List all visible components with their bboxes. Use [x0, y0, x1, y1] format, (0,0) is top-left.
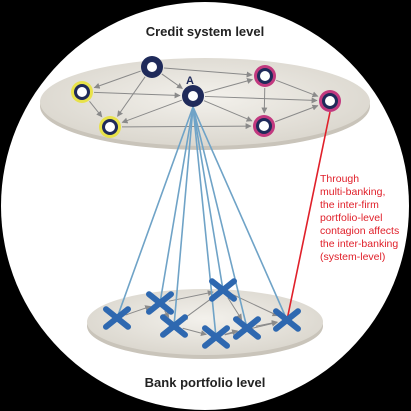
annotation-line: (system-level): [320, 251, 385, 263]
credit-system-nodes: [71, 56, 341, 138]
credit-system-plane: [40, 58, 370, 146]
cross-stroke: [202, 325, 230, 349]
cross-stroke: [146, 291, 174, 315]
firm-node-m1: [254, 65, 276, 87]
network-edge: [182, 327, 207, 337]
annotation-line: portfolio-level: [320, 212, 382, 224]
firm-node-m2: [253, 115, 275, 137]
bank-node-b5: [202, 325, 230, 349]
contagion-link: [286, 111, 331, 321]
network-edge: [276, 79, 319, 98]
bank-node-b1: [103, 306, 131, 330]
node-center: [325, 96, 335, 106]
network-edge: [261, 87, 268, 114]
bank-node-b6: [233, 316, 261, 340]
annotation-line: contagion affects: [320, 225, 399, 237]
cross-level-link: [173, 106, 194, 327]
cross-level-link: [192, 106, 288, 321]
firm-node-y1: [71, 81, 93, 103]
network-edge: [275, 104, 319, 123]
node-center: [147, 62, 157, 72]
cross-level-link: [116, 106, 194, 319]
cross-level-link: [192, 106, 224, 291]
network-edge: [117, 76, 146, 117]
firm-node-n1: [141, 56, 163, 78]
annotation-line: the inter-banking: [320, 238, 398, 250]
bank-node-b3: [209, 278, 237, 302]
network-edge: [255, 320, 278, 327]
node-label-a: A: [186, 75, 194, 87]
network-edge: [163, 67, 253, 78]
cross-stroke: [209, 278, 237, 302]
network-edge: [203, 100, 253, 122]
network-edge: [93, 70, 141, 89]
cross-stroke: [103, 306, 131, 330]
node-center: [259, 121, 269, 131]
annotation-line: Through: [320, 173, 359, 185]
network-edge: [163, 310, 170, 318]
network-edge: [121, 99, 182, 124]
network-edge: [224, 329, 238, 336]
network-edge: [125, 305, 152, 316]
node-center: [260, 71, 270, 81]
node-center: [77, 87, 87, 97]
firm-node-y2: [99, 116, 121, 138]
bank-portfolio-nodes: [103, 278, 301, 349]
cross-level-link: [192, 106, 248, 329]
network-edge: [227, 297, 243, 321]
cross-stroke: [233, 316, 261, 340]
cross-stroke: [160, 314, 188, 338]
title-bank-portfolio-level: Bank portfolio level: [145, 375, 266, 390]
bank-node-b4: [160, 314, 188, 338]
network-edge: [89, 101, 103, 118]
red-contagion-link: [286, 111, 331, 321]
network-edge: [93, 91, 181, 99]
node-center: [188, 91, 198, 101]
bank-node-b2: [146, 291, 174, 315]
title-credit-system-level: Credit system level: [146, 24, 265, 39]
annotation-line: multi-banking,: [320, 186, 385, 198]
node-center: [105, 122, 115, 132]
cross-stroke: [273, 308, 301, 332]
network-edge: [204, 95, 318, 104]
annotation-line: the inter-firm: [320, 199, 379, 211]
network-edge: [204, 78, 254, 94]
network-edge: [161, 73, 183, 89]
bank-node-b7: [273, 308, 301, 332]
firm-node-A: [182, 85, 204, 107]
cross-level-link: [159, 106, 194, 304]
firm-node-m3: [319, 90, 341, 112]
contagion-annotation: Through multi-banking, the inter-firm po…: [320, 173, 399, 263]
